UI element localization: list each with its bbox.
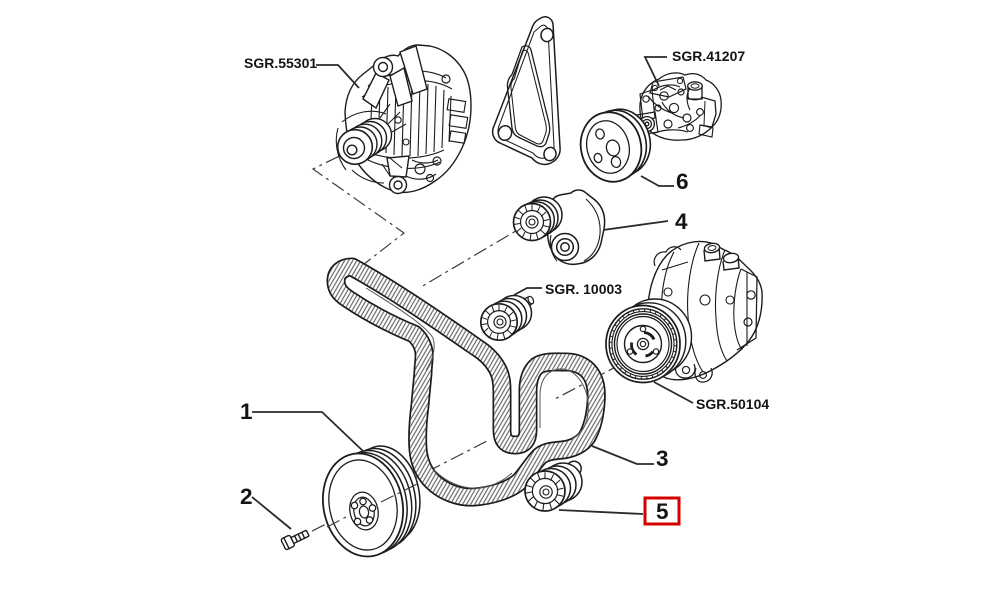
- svg-text:SGR.55301: SGR.55301: [244, 55, 317, 71]
- svg-text:2: 2: [240, 484, 253, 509]
- svg-text:SGR. 10003: SGR. 10003: [545, 281, 622, 297]
- svg-text:4: 4: [675, 209, 688, 234]
- svg-text:6: 6: [676, 169, 689, 194]
- svg-text:SGR.50104: SGR.50104: [696, 396, 769, 412]
- svg-text:1: 1: [240, 399, 253, 424]
- svg-text:SGR.41207: SGR.41207: [672, 48, 745, 64]
- svg-text:3: 3: [656, 446, 669, 471]
- svg-text:5: 5: [656, 499, 669, 524]
